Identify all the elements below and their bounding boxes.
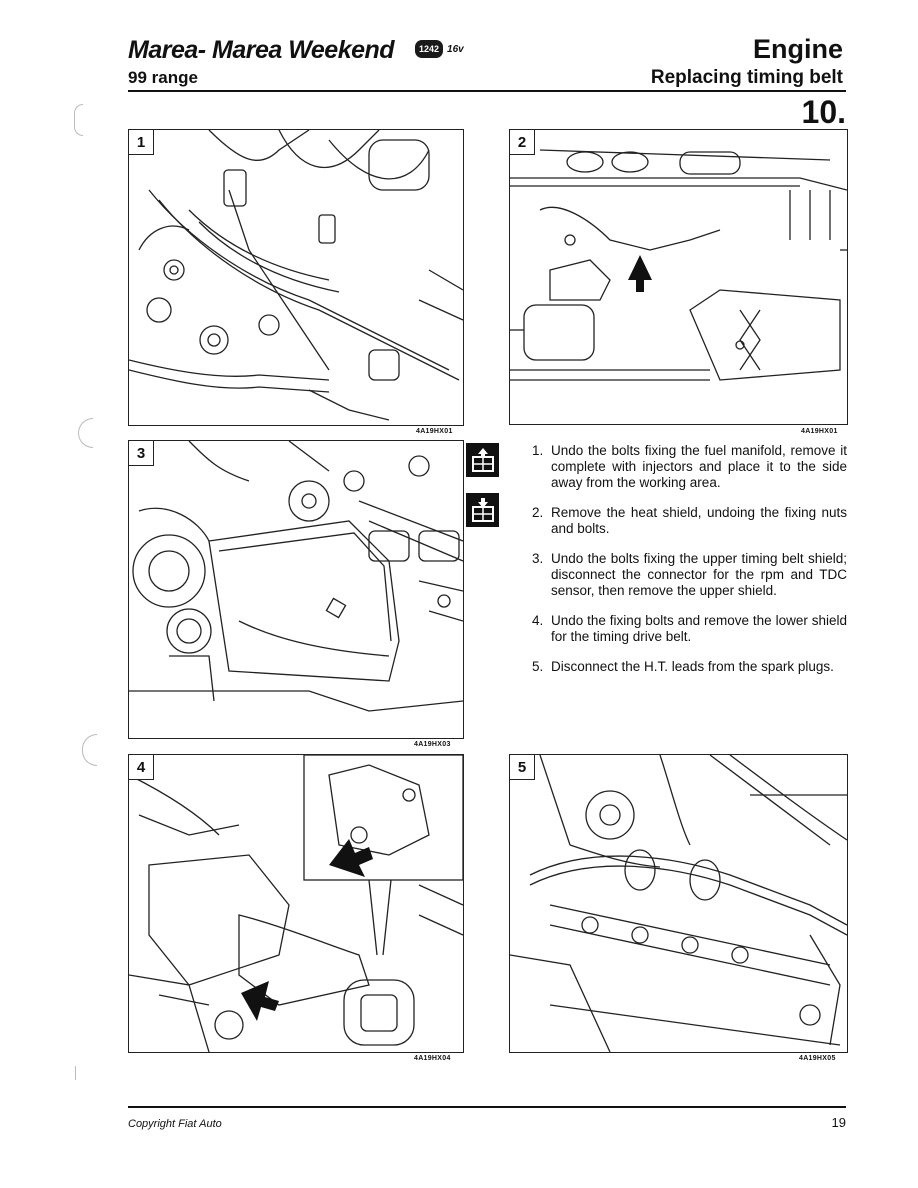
figure-code: 4A19HX01: [801, 428, 838, 435]
pointer-arrow: [241, 981, 279, 1021]
step-number: 5.: [532, 659, 544, 674]
subsection-title: Replacing timing belt: [650, 67, 843, 88]
figure-3-illustration: [129, 441, 463, 712]
step: 4. Undo the fixing bolts and remove the …: [532, 613, 847, 645]
model-range: 99 range: [128, 68, 198, 87]
figure-code: 4A19HX04: [414, 1055, 451, 1062]
figure-2-illustration: [510, 149, 847, 381]
engine-badge: 1242 16v: [415, 40, 464, 58]
pointer-arrow: [329, 839, 373, 877]
step: 1. Undo the bolts fixing the fuel manifo…: [532, 443, 847, 491]
remove-arrow-up-icon: [466, 443, 499, 477]
binder-mark: [78, 418, 93, 448]
figure-1: 1: [128, 129, 464, 426]
binder-mark: [82, 734, 97, 766]
figure-number: 1: [129, 130, 154, 155]
step-number: 4.: [532, 613, 544, 628]
section-number: 10.: [801, 94, 846, 130]
step-text: Disconnect the H.T. leads from the spark…: [551, 659, 834, 674]
copyright: Copyright Fiat Auto: [128, 1118, 222, 1130]
figure-number: 5: [510, 755, 535, 780]
step-text: Undo the bolts fixing the fuel manifold,…: [551, 443, 847, 490]
figure-5: 5: [509, 754, 848, 1053]
binder-mark: [74, 104, 83, 136]
section-title: Engine: [752, 34, 843, 64]
step-text: Undo the fixing bolts and remove the low…: [551, 613, 847, 644]
figure-4-illustration: [129, 755, 463, 1052]
instruction-steps: 1. Undo the bolts fixing the fuel manifo…: [532, 443, 847, 689]
figure-5-illustration: [510, 755, 847, 1052]
step: 2. Remove the heat shield, undoing the f…: [532, 505, 847, 537]
figure-3: 3: [128, 440, 464, 739]
step: 3. Undo the bolts fixing the upper timin…: [532, 551, 847, 599]
step-number: 1.: [532, 443, 544, 458]
figure-number: 2: [510, 130, 535, 155]
step-number: 3.: [532, 551, 544, 566]
pointer-arrow: [628, 255, 652, 292]
figure-number: 4: [129, 755, 154, 780]
figure-number: 3: [129, 441, 154, 466]
figure-code: 4A19HX05: [799, 1055, 836, 1062]
footer-rule: [128, 1106, 846, 1108]
manual-title: Marea- Marea Weekend: [128, 36, 395, 64]
header-rule: [128, 90, 846, 92]
figure-2: 2: [509, 129, 848, 425]
step-text: Undo the bolts fixing the upper timing b…: [551, 551, 847, 598]
engine-code: 1242: [415, 40, 444, 58]
page-number: 19: [831, 1115, 846, 1130]
figure-4: 4: [128, 754, 464, 1053]
figure-code: 4A19HX01: [416, 428, 453, 435]
refit-arrow-down-icon: [466, 493, 499, 527]
binder-mark: [75, 1066, 76, 1080]
step: 5. Disconnect the H.T. leads from the sp…: [532, 659, 847, 675]
step-text: Remove the heat shield, undoing the fixi…: [551, 505, 847, 536]
figure-code: 4A19HX03: [414, 741, 451, 748]
step-number: 2.: [532, 505, 544, 520]
figure-1-illustration: [129, 130, 463, 421]
valve-label: 16v: [447, 43, 464, 55]
